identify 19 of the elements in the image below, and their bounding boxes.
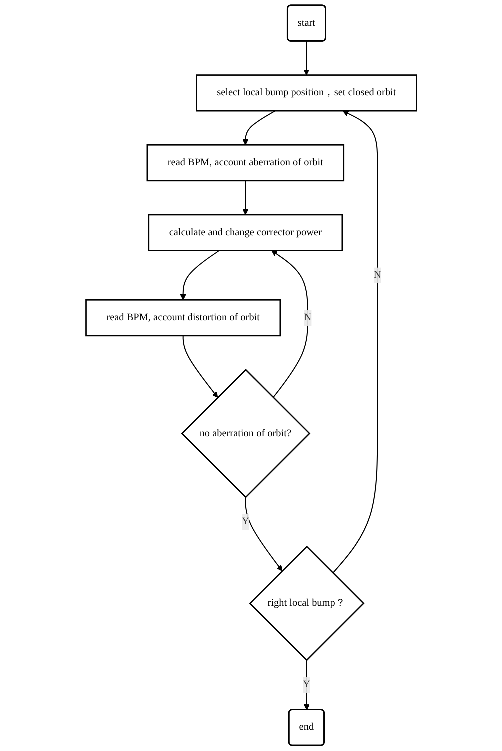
- node-diamond: no aberration of orbit?: [180, 369, 310, 498]
- arrow: [303, 42, 310, 76]
- node-box: calculate and change corrector power: [148, 214, 343, 252]
- edge-label: Y: [302, 679, 310, 690]
- node-box: select local bump position，set closed orbit: [196, 74, 417, 112]
- edge-label: Y: [241, 516, 249, 528]
- node-diamond: right local bump？: [248, 546, 364, 662]
- arrow: [303, 660, 310, 710]
- edge-label: N: [373, 270, 381, 281]
- arrow: [180, 250, 220, 300]
- node-box: read BPM, account aberration of orbit: [146, 144, 344, 182]
- arrow: [332, 110, 378, 574]
- node-box: read BPM, account distortion of orbit: [85, 299, 281, 337]
- arrow: [271, 250, 308, 398]
- edge-label: N: [304, 312, 312, 324]
- arrow: [244, 497, 282, 572]
- arrow: [182, 336, 218, 398]
- arrow: [242, 180, 248, 216]
- arrow: [242, 110, 276, 146]
